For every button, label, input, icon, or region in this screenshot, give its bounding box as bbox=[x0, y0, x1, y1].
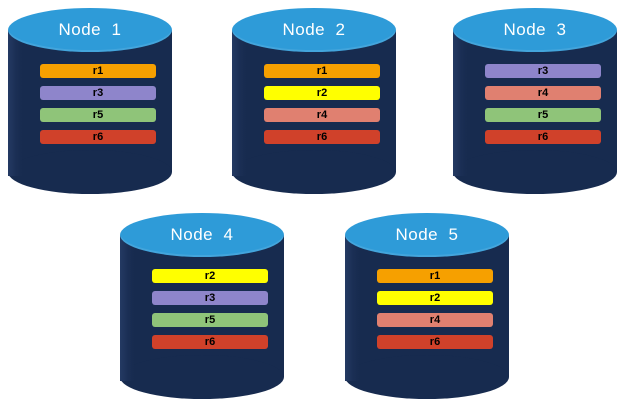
replica-bar-r5[interactable]: r5 bbox=[40, 108, 156, 122]
cylinder-top-ellipse bbox=[120, 213, 284, 257]
cylinder-bottom-ellipse bbox=[453, 150, 617, 194]
cylinder-bottom-ellipse bbox=[8, 150, 172, 194]
cylinder-body bbox=[120, 235, 284, 377]
cylinder-body bbox=[8, 30, 172, 172]
replica-bar-r2[interactable]: r2 bbox=[264, 86, 380, 100]
replica-bar-r6[interactable]: r6 bbox=[152, 335, 268, 349]
replica-bar-r6[interactable]: r6 bbox=[485, 130, 601, 144]
replica-bar-r6[interactable]: r6 bbox=[40, 130, 156, 144]
node-label: Node 3 bbox=[503, 20, 567, 39]
cylinder-bottom-ellipse bbox=[120, 355, 284, 399]
database-node-2[interactable]: Node 2 r1 r2 r4 r6 bbox=[232, 8, 396, 194]
cylinder-body bbox=[232, 30, 396, 172]
cylinder-top-ellipse bbox=[232, 8, 396, 52]
database-node-3[interactable]: Node 3 r3 r4 r5 r6 bbox=[453, 8, 617, 194]
replica-bar-r2[interactable]: r2 bbox=[152, 269, 268, 283]
node-label: Node 2 bbox=[282, 20, 346, 39]
replica-bar-r6[interactable]: r6 bbox=[264, 130, 380, 144]
replica-list: r1 r2 r4 r6 bbox=[232, 8, 396, 194]
replica-bar-r2[interactable]: r2 bbox=[377, 291, 493, 305]
cylinder-top-ellipse bbox=[345, 213, 509, 257]
node-label: Node 5 bbox=[395, 225, 459, 244]
database-node-1[interactable]: Node 1 r1 r3 r5 r6 bbox=[8, 8, 172, 194]
cylinder-bottom-ellipse bbox=[232, 150, 396, 194]
replica-bar-r1[interactable]: r1 bbox=[264, 64, 380, 78]
replica-list: r3 r4 r5 r6 bbox=[453, 8, 617, 194]
replica-bar-r4[interactable]: r4 bbox=[485, 86, 601, 100]
replica-bar-r1[interactable]: r1 bbox=[40, 64, 156, 78]
replica-bar-r6[interactable]: r6 bbox=[377, 335, 493, 349]
replica-list: r1 r2 r4 r6 bbox=[345, 213, 509, 399]
replica-list: r1 r3 r5 r6 bbox=[8, 8, 172, 194]
replica-bar-r1[interactable]: r1 bbox=[377, 269, 493, 283]
cylinder-body bbox=[345, 235, 509, 377]
replica-bar-r3[interactable]: r3 bbox=[152, 291, 268, 305]
replica-list: r2 r3 r5 r6 bbox=[120, 213, 284, 399]
replica-bar-r5[interactable]: r5 bbox=[152, 313, 268, 327]
node-label: Node 4 bbox=[170, 225, 234, 244]
database-node-5[interactable]: Node 5 r1 r2 r4 r6 bbox=[345, 213, 509, 399]
replica-bar-r4[interactable]: r4 bbox=[377, 313, 493, 327]
replica-bar-r5[interactable]: r5 bbox=[485, 108, 601, 122]
database-node-4[interactable]: Node 4 r2 r3 r5 r6 bbox=[120, 213, 284, 399]
node-label: Node 1 bbox=[58, 20, 122, 39]
cylinder-bottom-ellipse bbox=[345, 355, 509, 399]
cylinder-body bbox=[453, 30, 617, 172]
replica-bar-r4[interactable]: r4 bbox=[264, 108, 380, 122]
replica-bar-r3[interactable]: r3 bbox=[485, 64, 601, 78]
replica-bar-r3[interactable]: r3 bbox=[40, 86, 156, 100]
cylinder-top-ellipse bbox=[8, 8, 172, 52]
cylinder-top-ellipse bbox=[453, 8, 617, 52]
